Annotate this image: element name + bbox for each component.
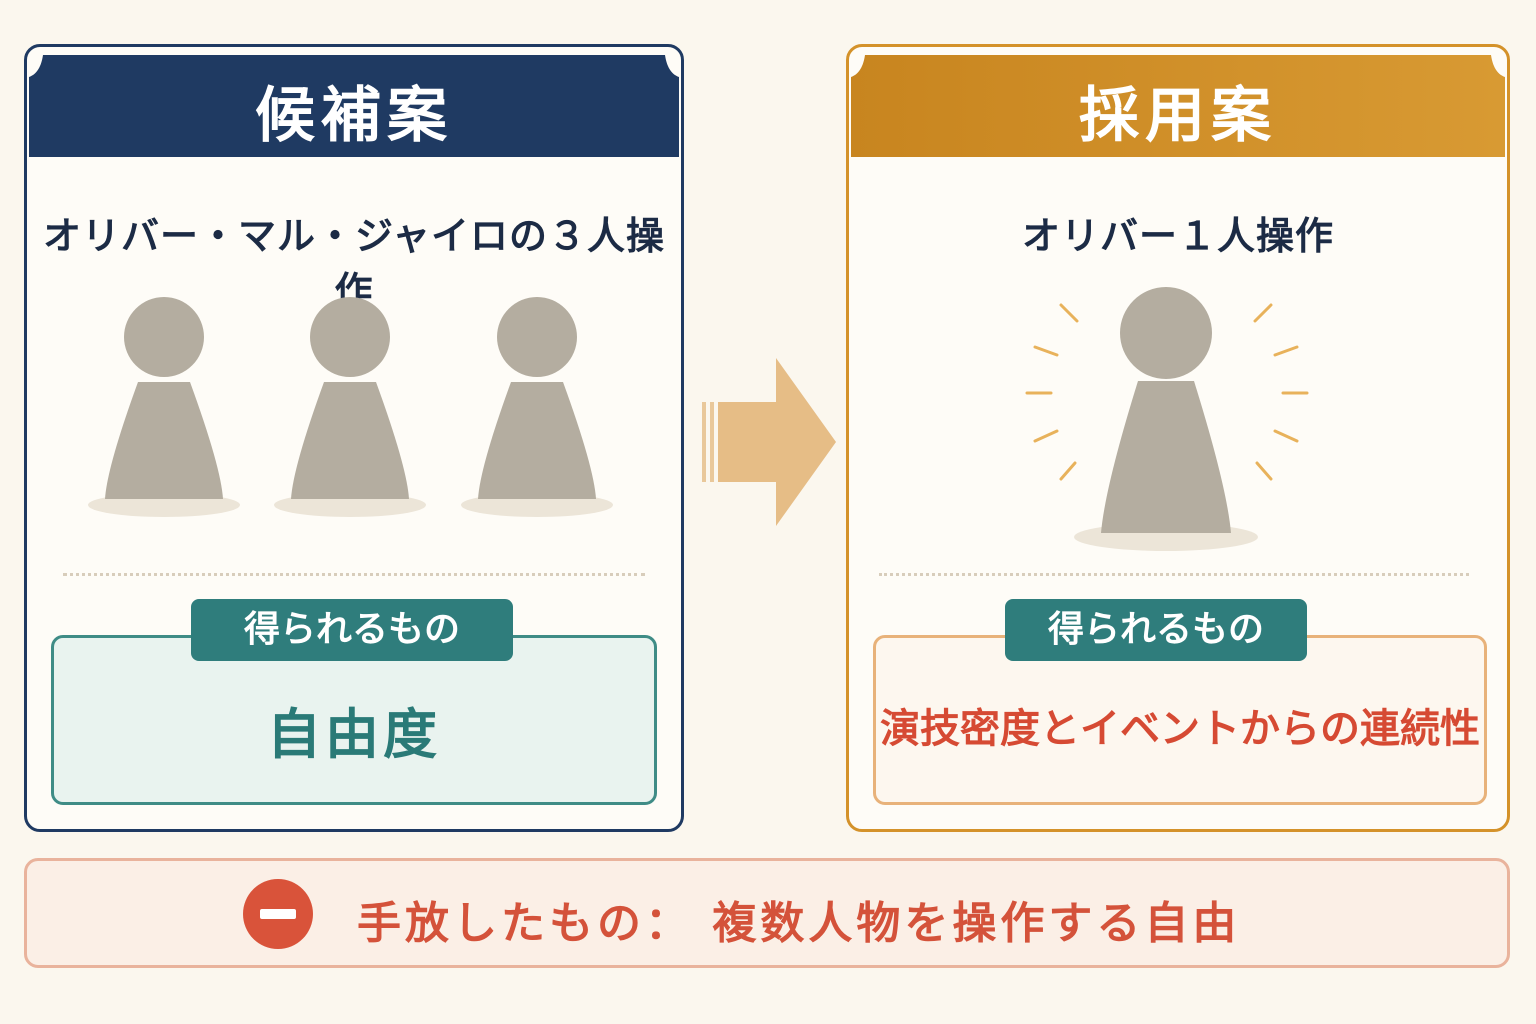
candidate-subtitle: オリバー・マル・ジャイロの３人操作: [42, 214, 666, 313]
divider: [879, 573, 1469, 576]
divider: [63, 573, 645, 576]
pawn-icon: [461, 297, 613, 517]
adopted-gain-value: 演技密度とイベントからの連続性: [880, 706, 1480, 752]
adopted-gain-box: 演技密度とイベントからの連続性: [873, 635, 1487, 805]
candidate-panel: 候補案 オリバー・マル・ジャイロの３人操作 自由度 得られるもの: [24, 44, 684, 832]
candidate-banner: 候補案: [27, 47, 681, 159]
three-pawn-figures: [88, 297, 613, 517]
candidate-gain-label: 得られるもの: [191, 599, 513, 661]
lost-text: 手放したもの： 複数人物を操作する自由: [357, 898, 1241, 949]
pawn-icon: [88, 297, 240, 517]
adopted-banner: 採用案: [849, 47, 1507, 159]
lost-bar: 手放したもの： 複数人物を操作する自由: [24, 858, 1510, 968]
candidate-gain-value: 自由度: [267, 703, 441, 766]
glow-rays-icon: [1025, 303, 1309, 481]
adopted-subtitle: オリバー１人操作: [1021, 214, 1334, 258]
candidate-gain-box: 自由度: [51, 635, 657, 805]
pawn-icon: [1074, 287, 1258, 551]
adopted-gain-label: 得られるもの: [1005, 599, 1307, 661]
pawn-icon: [274, 297, 426, 517]
adopted-title: 採用案: [1079, 81, 1277, 151]
adopted-panel: 採用案 オリバー１人操作 演技密度とイベントからの連続性 得られるもの: [846, 44, 1510, 832]
arrow-right-icon: [702, 358, 836, 526]
single-pawn-figure: [1025, 287, 1309, 551]
minus-circle-icon: [243, 879, 313, 949]
candidate-title: 候補案: [255, 81, 453, 151]
